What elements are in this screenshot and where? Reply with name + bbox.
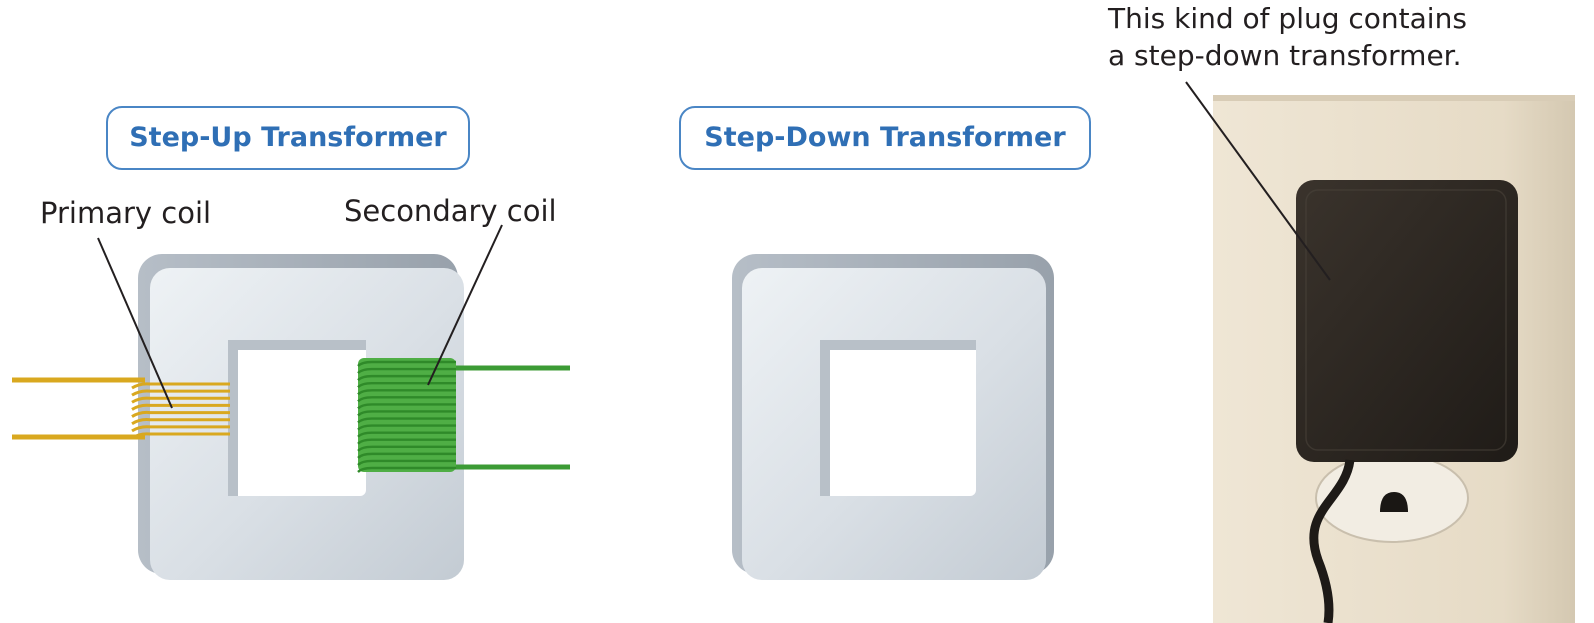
secondary-coil-turn: [357, 382, 456, 389]
step-down-core-window: [820, 340, 976, 496]
primary-coil-turn: [131, 396, 230, 404]
step-up-diagram: [12, 224, 570, 580]
secondary-coil-turn: [357, 417, 456, 424]
secondary-coil-turn: [357, 445, 456, 452]
outlet-ground-hole: [1380, 492, 1408, 512]
step-down-title: Step-Down Transformer: [679, 106, 1091, 170]
step-down-diagram: [732, 254, 1054, 580]
primary-coil-turn: [131, 410, 230, 418]
caption-leader: [1185, 81, 1331, 281]
primary-coil-turn: [131, 389, 230, 397]
power-adapter: [1296, 180, 1518, 462]
secondary-coil-turn: [357, 367, 456, 374]
plug-caption-line1: This kind of plug contains: [1108, 2, 1467, 35]
secondary-coil-turn: [357, 431, 456, 438]
secondary-coil-turn: [357, 438, 456, 445]
secondary-coil-turn: [357, 374, 456, 382]
secondary-coil-turn: [357, 452, 456, 459]
primary-coil-label: Primary coil: [40, 196, 212, 230]
plug-caption: This kind of plug contains a step-down t…: [1108, 0, 1467, 74]
secondary-coil-turn: [357, 396, 456, 403]
secondary-coil-turn: [357, 466, 456, 473]
secondary-coil-leader: [427, 224, 503, 386]
step-up-title: Step-Up Transformer: [106, 106, 470, 170]
plug-photo: [1185, 81, 1575, 623]
secondary-coil-turn: [357, 410, 456, 417]
secondary-coil-turn: [357, 403, 456, 410]
plug-caption-line2: a step-down transformer.: [1108, 39, 1462, 72]
primary-coil-turn: [131, 418, 230, 426]
primary-coil-turn: [131, 403, 230, 411]
secondary-coil-turn: [357, 459, 456, 466]
secondary-coil-turn: [357, 389, 456, 396]
secondary-coil: [357, 358, 570, 473]
primary-coil-turn: [131, 425, 230, 433]
primary-coil-turn: [131, 382, 230, 390]
primary-coil-leader: [97, 237, 173, 409]
step-up-core-window: [228, 340, 366, 496]
primary-coil: [12, 377, 230, 440]
secondary-coil-turn: [357, 424, 456, 431]
primary-coil-turn: [131, 432, 230, 440]
secondary-coil-turn: [357, 360, 456, 367]
power-cord: [1309, 459, 1355, 623]
secondary-coil-label: Secondary coil: [344, 194, 557, 228]
